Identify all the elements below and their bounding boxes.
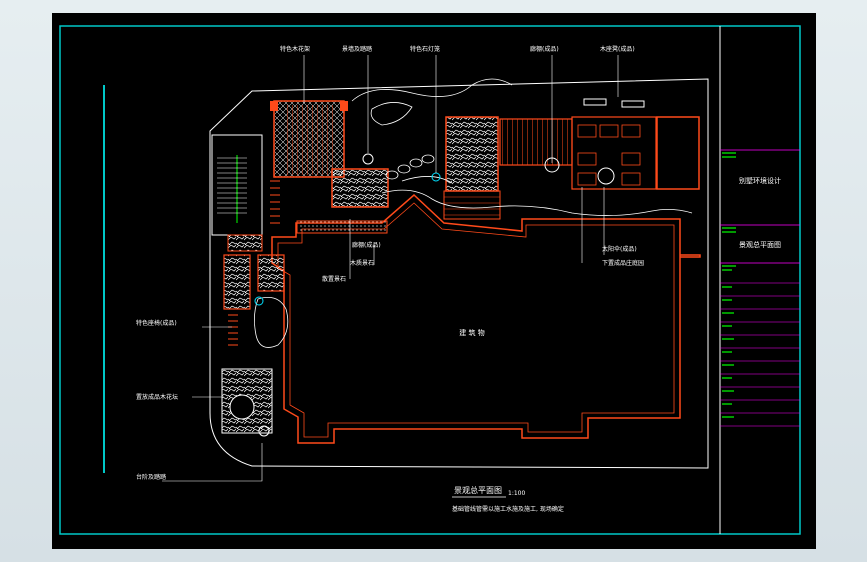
building-label: 建 筑 物 xyxy=(459,328,484,337)
label-feature-light: 特色石灯笼 xyxy=(410,45,440,53)
label-bench: 木座凳(成品) xyxy=(600,45,635,53)
deck-area xyxy=(499,98,700,190)
label-water-feature: 木质景石 xyxy=(350,259,374,267)
label-pergola-top: 廊棚(成品) xyxy=(530,45,559,53)
site-boundary xyxy=(209,78,709,469)
drawing-title: 景观总平面图 xyxy=(454,485,502,495)
left-stairs xyxy=(211,134,280,236)
stone-court xyxy=(443,116,501,220)
label-bamboo-pergola: 特色木花架 xyxy=(280,45,310,53)
label-feature-chair: 特色座椅(成品) xyxy=(136,319,177,327)
deck-strip xyxy=(296,220,388,234)
title-block-project: 别墅环境设计 xyxy=(739,176,781,185)
label-planter: 置放成品木花坛 xyxy=(136,393,178,401)
building-footprint xyxy=(271,193,701,444)
drawing-note: 基础管线管需以施工水施及施工, 现场确定 xyxy=(452,505,564,513)
left-garden-beds xyxy=(221,234,289,437)
label-wood-platform: 景墙及踏踏 xyxy=(342,45,372,53)
label-sun-umbrella: 太阳伞(成品) xyxy=(602,245,637,253)
lantern-marker xyxy=(362,153,374,165)
building-inner-outline xyxy=(277,202,675,438)
sheet-border-outer xyxy=(59,25,801,535)
label-steps: 台阶及踏踏 xyxy=(136,473,166,481)
label-sunken-area: 下置成品庄庭园 xyxy=(602,259,644,267)
leader-lines xyxy=(162,55,619,482)
title-block: 别墅环境设计 景观总平面图 xyxy=(719,26,800,534)
platform-stone xyxy=(331,168,389,208)
title-block-sheet: 景观总平面图 xyxy=(739,240,781,249)
label-path-stone: 散置景石 xyxy=(322,275,346,283)
drawing-canvas[interactable]: 别墅环境设计 景观总平面图 建 筑 物 xyxy=(52,13,816,549)
pergola xyxy=(270,100,348,178)
drawing-scale: 1:100 xyxy=(508,490,525,497)
garden-paths xyxy=(351,78,693,216)
label-pavilion: 廊棚(成品) xyxy=(352,241,381,249)
